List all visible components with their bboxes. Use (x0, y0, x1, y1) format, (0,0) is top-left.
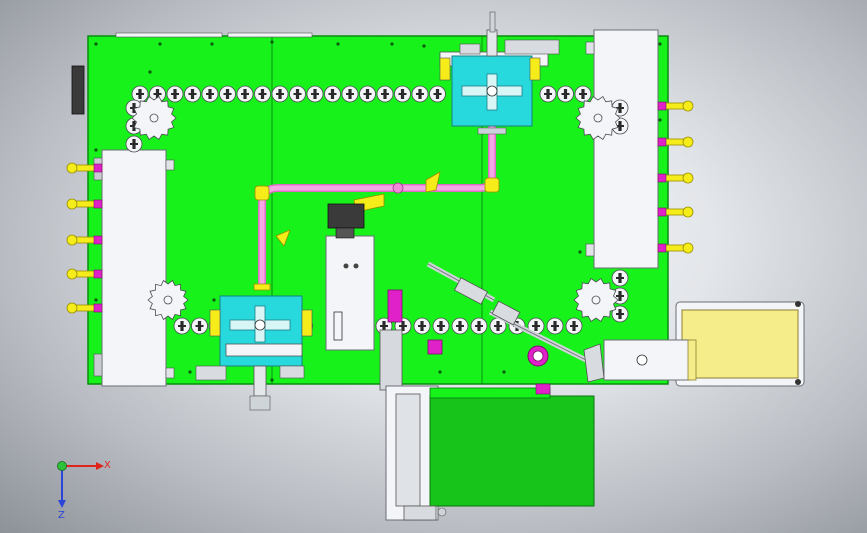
left-manifold-block[interactable] (93, 149, 175, 387)
chain-link-icon (289, 85, 306, 103)
chain-link-icon (411, 85, 429, 103)
chain-link-icon (131, 85, 149, 103)
bottom-rotary-unit[interactable] (195, 295, 313, 411)
chain-link-icon (306, 85, 324, 103)
chain-link-icon (546, 317, 564, 335)
chain-link-icon (470, 317, 488, 335)
chain-link-icon (191, 317, 208, 335)
chain-link-icon (341, 85, 359, 103)
chain-link-icon (254, 85, 271, 103)
transfer-mechanism[interactable] (379, 261, 588, 391)
pipe-fitting-icon (66, 302, 103, 314)
sprocket-icon (131, 96, 621, 322)
chain-link-icon (565, 317, 583, 335)
chain-link-icon (539, 85, 557, 103)
pipe-fitting-icon (66, 198, 103, 210)
chain-link-icon (184, 85, 201, 103)
pipe-fitting-icon (657, 206, 694, 218)
chain-link-icon (432, 317, 450, 335)
chain-link-icon (173, 317, 191, 335)
center-cylinder-block[interactable] (325, 203, 375, 351)
chain-link-icon (125, 135, 143, 153)
coordinate-triad-icon: X Z (57, 460, 111, 521)
chain-link-icon (219, 85, 236, 103)
chain-link-icon (611, 269, 629, 287)
pipe-fitting-icon (657, 100, 694, 112)
triad-z-label: Z (58, 510, 65, 521)
chain-link-icon (611, 305, 629, 323)
triad-x-label: X (104, 460, 111, 471)
pneumatic-tube (253, 124, 507, 291)
pipe-fitting-icon (66, 268, 103, 280)
right-feeder-box[interactable] (583, 301, 805, 387)
chain-link-icon (413, 317, 431, 335)
chain-link-icon (324, 85, 341, 103)
chain-link-icon (394, 85, 411, 103)
chain-link-icon (557, 85, 574, 103)
chain-link-icon (236, 85, 254, 103)
bottom-drawer-assembly[interactable] (385, 383, 595, 521)
chain-link-icon (201, 85, 219, 103)
chain-link-icon (574, 85, 592, 103)
chain-link-icon (451, 317, 469, 335)
top-rotary-unit[interactable] (439, 11, 560, 127)
pipe-fitting-icon (657, 136, 694, 148)
chain-link-icon (271, 85, 289, 103)
left-edge-bracket (71, 65, 85, 115)
chain-link-icon (376, 85, 394, 103)
pipe-fitting-icon (66, 162, 103, 174)
right-pneumatic-fittings (657, 100, 694, 254)
pipe-fitting-icon (657, 172, 694, 184)
left-pneumatic-fittings (66, 162, 103, 314)
chain-link-icon (359, 85, 376, 103)
chain-link-icon (166, 85, 184, 103)
right-manifold-block[interactable] (585, 29, 659, 269)
pipe-fitting-icon (66, 234, 103, 246)
pipe-fitting-icon (657, 242, 694, 254)
chain-link-icon (429, 85, 446, 103)
chain-link-icon (489, 317, 507, 335)
